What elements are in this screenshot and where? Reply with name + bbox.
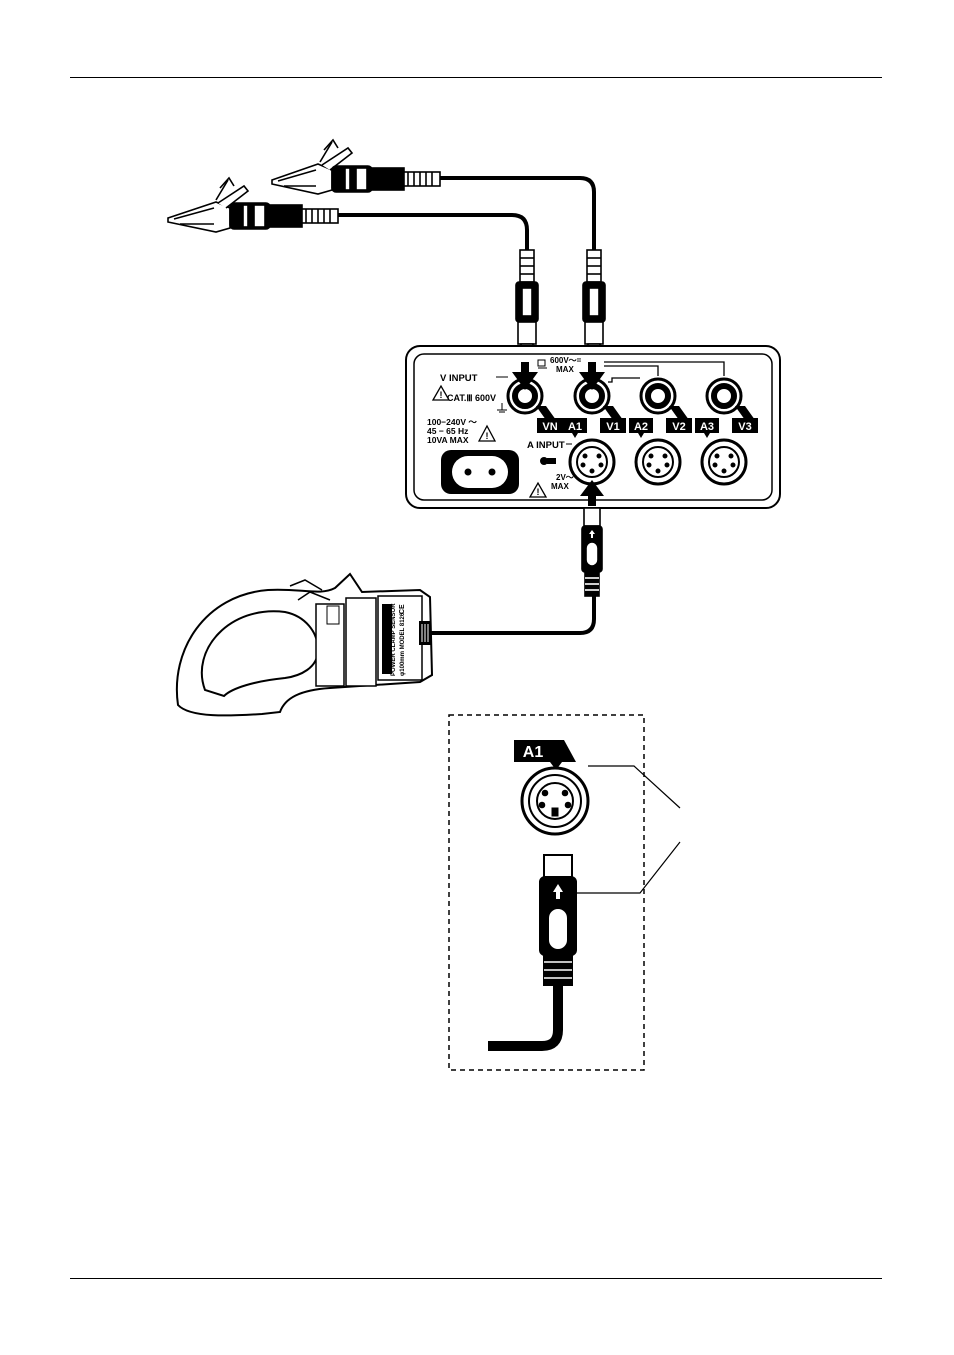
plug-symbol-icon [540,457,556,465]
a-input-label: A INPUT [527,440,565,451]
svg-text:!: ! [537,487,540,497]
terminal-v3 [707,379,741,413]
clamp-model-line-2: φ100mm MODEL 8126 [400,612,406,676]
ce-mark-icon: CE [399,604,406,614]
svg-text:!: ! [486,431,489,441]
clamp-cable [430,596,594,633]
din-socket-a3 [702,440,746,484]
clamp-model-line-1: POWER CLAMP SENSOR [391,603,397,676]
label-a1: A1 [568,421,582,433]
label-a2: A2 [634,421,648,433]
din-socket-a2 [636,440,680,484]
detail-din-socket [522,768,588,834]
detail-din-plug [540,855,576,985]
detail-cable [488,985,558,1046]
power-inlet [441,450,519,494]
label-a3: A3 [700,421,714,433]
v-input-label: V INPUT [440,373,478,384]
cat-rating: CAT.Ⅲ 600V [447,393,496,403]
din-plug [582,508,602,596]
label-vn: VN [542,421,557,433]
label-v3: V3 [738,421,751,433]
svg-text:CE: CE [399,604,406,614]
v-max-label: MAX [556,365,574,374]
alligator-clip-red [272,140,440,194]
v-max-rating: 600V～= [550,356,582,365]
a-max-label: MAX [551,482,569,491]
callout-leaders [576,766,680,893]
svg-text:!: ! [440,390,443,400]
detail-a1-text: A1 [523,744,544,761]
a-max-rating: 2V～ [556,473,574,482]
label-v2: V2 [672,421,685,433]
power-consumption: 10VA MAX [427,435,469,445]
detail-a1-label: A1 [514,740,576,770]
din-socket-a1 [570,440,614,484]
terminal-v2 [641,379,675,413]
clamp-rating-label [327,606,339,624]
label-v1: V1 [606,421,619,433]
